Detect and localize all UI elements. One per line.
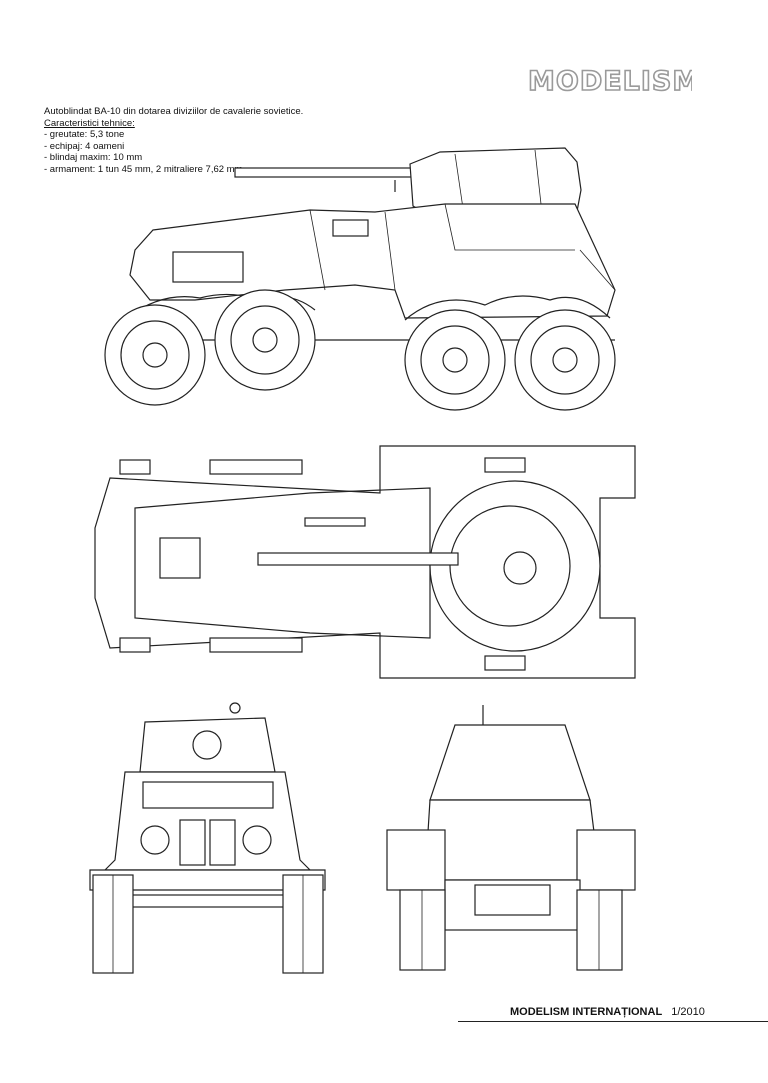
side-view-drawing (95, 140, 625, 415)
specs-heading: Caracteristici tehnice: (44, 117, 135, 129)
spec-weight: - greutate: 5,3 tone (44, 129, 125, 141)
rear-view-drawing (385, 705, 645, 975)
magazine-name: MODELISM INTERNAȚIONAL (510, 1006, 663, 1018)
side-wheel-3 (404, 309, 506, 411)
side-wheel-1 (104, 304, 206, 406)
footer: MODELISM INTERNAȚIONAL 1/2010 (510, 1006, 705, 1018)
side-wheel-2 (214, 289, 316, 391)
side-wheel-4 (514, 309, 616, 411)
spec-crew: - echipaj: 4 oameni (44, 140, 125, 152)
logo-text: MODELISM (528, 66, 692, 97)
top-view-drawing (80, 438, 640, 688)
footer-rule (458, 1021, 768, 1022)
modelism-logo: MODELISM (526, 62, 700, 98)
front-view-drawing (85, 700, 335, 975)
specifications-block: Autoblindat BA-10 din dotarea diviziilor… (44, 106, 303, 176)
spec-armor: - blindaj maxim: 10 mm (44, 152, 143, 164)
spec-armament: - armament: 1 tun 45 mm, 2 mitraliere 7,… (44, 163, 243, 175)
issue-number: 1/2010 (671, 1006, 705, 1018)
caption-title: Autoblindat BA-10 din dotarea diviziilor… (44, 106, 304, 117)
